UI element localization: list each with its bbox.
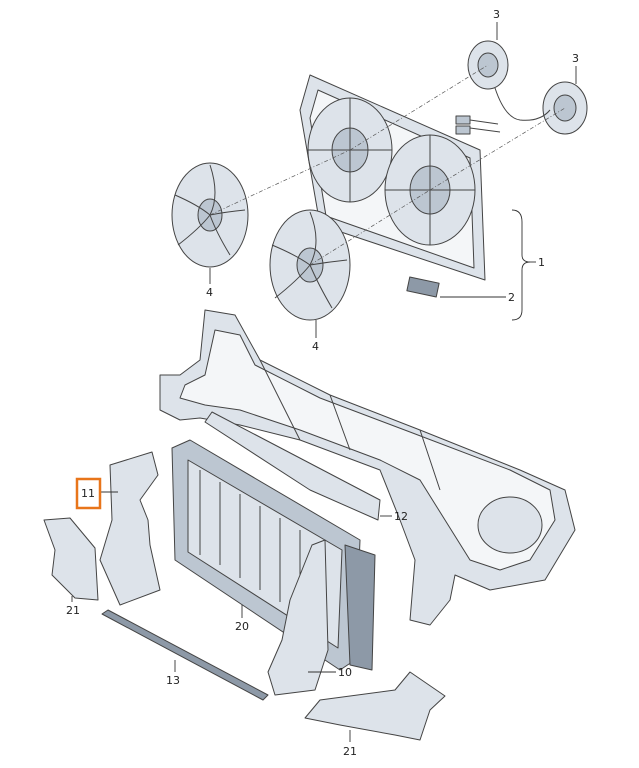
callout-12: 12 [394,510,408,523]
callout-1: 1 [538,256,545,269]
gasket [406,276,440,298]
radiator [171,439,376,671]
lower-guide-right [304,671,446,741]
callout-21-b: 21 [343,745,357,758]
air-duct-upper [204,411,381,521]
callout-4-b: 4 [312,340,319,353]
callout-3-a: 3 [493,8,500,21]
callout-13: 13 [166,674,180,687]
callout-4-a: 4 [206,286,213,299]
callout-3-b: 3 [572,52,579,65]
lower-guide-left [43,517,99,601]
air-guide-right [267,539,329,696]
seal-strip [101,609,269,701]
callout-21-a: 21 [66,604,80,617]
callout-10: 10 [338,666,352,679]
callout-2: 2 [508,291,515,304]
callout-11: 11 [81,487,95,500]
wire-connector-1 [455,115,471,125]
wire-connector-2 [455,125,471,135]
assembly-lines [209,64,566,266]
fan-motor-2 [542,81,588,135]
leader-lines [71,22,577,742]
air-guide-left [99,451,161,606]
motor-wiring [469,87,551,133]
highlight-box [75,477,102,510]
lock-carrier [159,309,576,626]
callout-20: 20 [235,620,249,633]
